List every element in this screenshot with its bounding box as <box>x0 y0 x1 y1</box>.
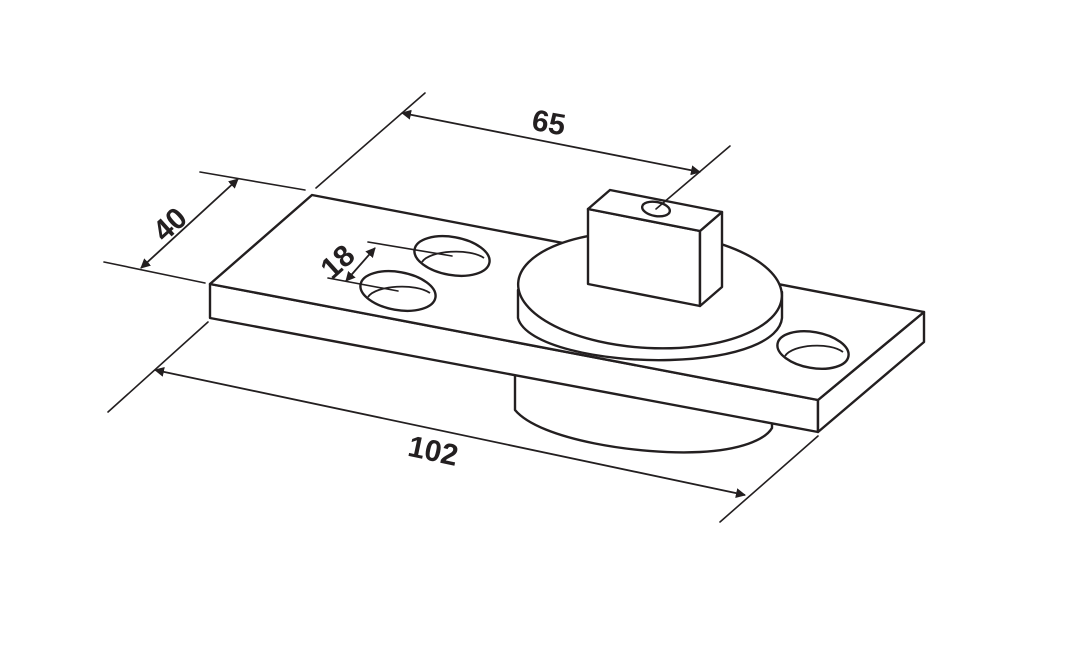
dimension-length-label: 102 <box>405 430 461 473</box>
dimension-pivot-offset-label: 65 <box>529 104 568 142</box>
dimension-pivot-offset: 65 <box>315 92 731 210</box>
mounting-hole-right <box>776 330 850 370</box>
pivot-plate <box>208 188 926 454</box>
dimension-width-label: 40 <box>147 201 194 248</box>
